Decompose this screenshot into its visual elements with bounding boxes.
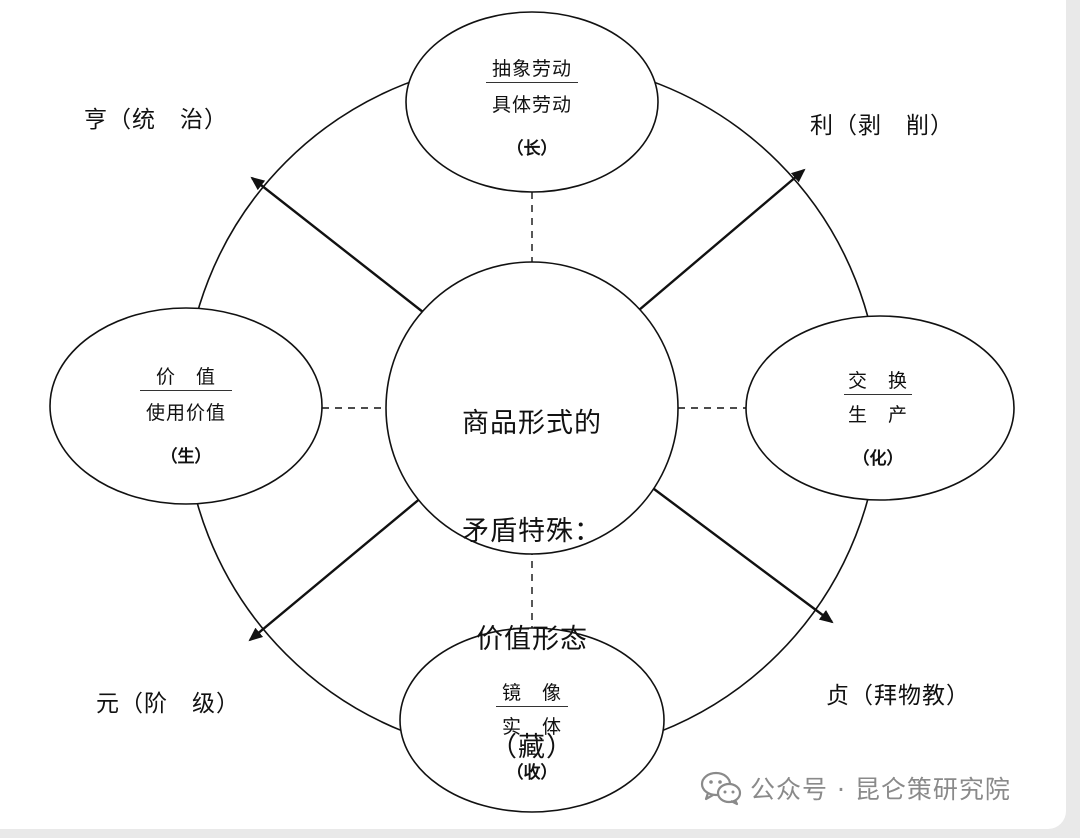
center-line-3: 价值形态 bbox=[476, 624, 588, 655]
center-line-4: （藏） bbox=[490, 732, 574, 763]
arrow-to-top-right bbox=[631, 168, 806, 317]
top-node-paren: （长） bbox=[506, 139, 558, 159]
left-node-ellipse bbox=[49, 307, 323, 505]
top-node-denominator: 具体劳动 bbox=[491, 94, 572, 116]
diagram-canvas: 亨（统 治） 利（剥 削） 元（阶 级） 贞（拜物教） 商品形式的 矛盾特殊： … bbox=[0, 0, 1066, 829]
watermark: 公众号 · 昆仑策研究院 bbox=[700, 768, 1011, 808]
left-node-fraction-bar bbox=[140, 390, 232, 391]
center-node-text: 商品形式的 矛盾特殊： 价值形态 （藏） bbox=[432, 334, 632, 838]
arrow-to-bottom-right bbox=[649, 485, 834, 624]
arrow-to-bottom-left bbox=[248, 491, 429, 642]
top-node-ellipse bbox=[405, 11, 659, 193]
bottom-node-denominator: 实 体 bbox=[501, 716, 562, 738]
wechat-icon bbox=[700, 771, 742, 806]
corner-label-top-left: 亨（统 治） bbox=[84, 107, 228, 133]
right-node-paren: （化） bbox=[852, 449, 904, 469]
top-node-fraction-bar bbox=[486, 82, 578, 83]
top-node-numerator: 抽象劳动 bbox=[491, 58, 572, 80]
bottom-node-ellipse bbox=[399, 627, 665, 813]
bottom-node-paren: （收） bbox=[506, 763, 558, 783]
watermark-text: 公众号 · 昆仑策研究院 bbox=[750, 775, 1011, 804]
right-node-ellipse bbox=[745, 315, 1015, 501]
center-line-1: 商品形式的 bbox=[462, 408, 602, 439]
center-line-2: 矛盾特殊： bbox=[462, 516, 602, 547]
right-node-fraction-bar bbox=[844, 394, 912, 395]
left-node-numerator: 价 值 bbox=[155, 366, 216, 388]
bottom-node-numerator: 镜 像 bbox=[501, 682, 562, 704]
left-node-denominator: 使用价值 bbox=[145, 402, 226, 424]
arrow-to-top-left bbox=[250, 176, 429, 317]
center-node-circle bbox=[385, 261, 679, 555]
corner-label-bottom-right: 贞（拜物教） bbox=[826, 683, 970, 709]
diagram-shapes bbox=[49, 11, 1015, 813]
corner-label-bottom-left: 元（阶 级） bbox=[96, 691, 240, 717]
bottom-node-fraction-bar bbox=[496, 706, 568, 707]
left-node-paren: （生） bbox=[160, 447, 212, 467]
right-node-denominator: 生 产 bbox=[847, 404, 908, 426]
right-node-numerator: 交 换 bbox=[847, 370, 908, 392]
corner-label-top-right: 利（剥 削） bbox=[810, 113, 954, 139]
